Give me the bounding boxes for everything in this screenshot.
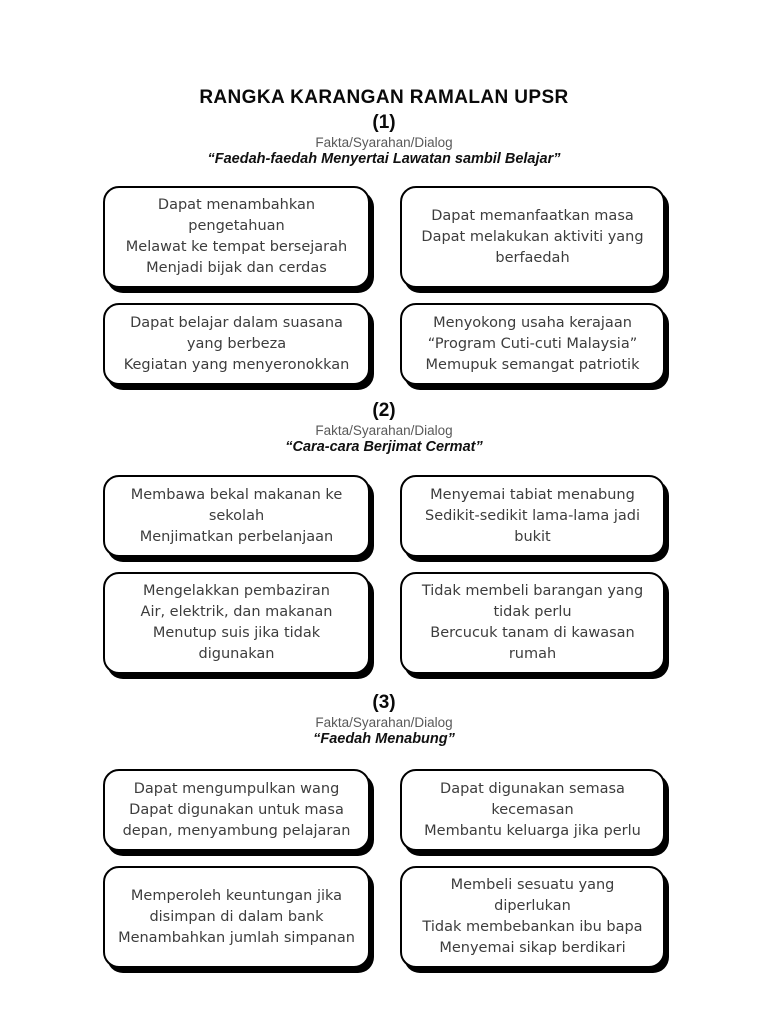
page-title: RANGKA KARANGAN RAMALAN UPSR [199, 87, 569, 108]
box-line: Dapat digunakan untuk masa depan, menyam… [122, 801, 351, 839]
outline-box: Dapat mengumpulkan wang Dapat digunakan … [103, 769, 370, 851]
box-line: Sedikit-sedikit lama-lama jadi bukit [425, 507, 640, 545]
box-line: Dapat menambahkan pengetahuan [157, 197, 316, 234]
section-number: (2) [372, 400, 396, 421]
box-line: Membantu keluarga jika perlu [424, 822, 641, 839]
section-1-box-grid: Dapat menambahkan pengetahuan Melawat ke… [0, 186, 768, 385]
box-line: Menyokong usaha kerajaan [433, 314, 632, 331]
box-line: Tidak membebankan ibu bapa [422, 919, 643, 935]
box-line: Menjimatkan perbelanjaan [139, 528, 334, 545]
section-number: (3) [372, 692, 396, 713]
section-topic: “Faedah-faedah Menyertai Lawatan sambil … [207, 151, 561, 167]
section-2-header: (2) Fakta/Syarahan/Dialog “Cara-cara Ber… [0, 398, 768, 456]
box-line: Dapat memanfaatkan masa [431, 207, 634, 224]
box-line: Air, elektrik, dan makanan [140, 604, 333, 620]
section-format-label: Fakta/Syarahan/Dialog [315, 423, 453, 438]
outline-box: Mengelakkan pembaziran Air, elektrik, da… [103, 572, 370, 674]
box-line: Menambahkan jumlah simpanan [118, 929, 355, 946]
outline-box: Dapat digunakan semasa kecemasan Membant… [400, 769, 665, 851]
box-line: “Program Cuti-cuti Malaysia” [427, 335, 638, 352]
box-line: Mengelakkan pembaziran [143, 583, 330, 599]
outline-box: Membeli sesuatu yang diperlukan Tidak me… [400, 866, 665, 968]
section-format-label: Fakta/Syarahan/Dialog [315, 135, 453, 150]
section-2: (2) Fakta/Syarahan/Dialog “Cara-cara Ber… [0, 398, 768, 674]
box-line: Melawat ke tempat bersejarah [125, 239, 348, 255]
section-topic: “Faedah Menabung” [313, 731, 455, 747]
box-line: Dapat melakukan aktiviti yang berfaedah [421, 228, 644, 266]
box-line: Membeli sesuatu yang diperlukan [450, 877, 615, 914]
outline-box: Menyokong usaha kerajaan “Program Cuti-c… [400, 303, 665, 385]
box-line: Dapat belajar dalam suasana yang berbeza [130, 314, 343, 352]
box-line: Menyemai sikap berdikari [439, 940, 626, 956]
section-3: (3) Fakta/Syarahan/Dialog “Faedah Menabu… [0, 690, 768, 968]
box-line: Dapat mengumpulkan wang [133, 780, 340, 797]
outline-box: Tidak membeli barangan yang tidak perlu … [400, 572, 665, 674]
box-line: Menutup suis jika tidak digunakan [152, 625, 321, 662]
section-format-label: Fakta/Syarahan/Dialog [315, 715, 453, 730]
box-line: Memupuk semangat patriotik [425, 356, 640, 373]
section-1-header: (1) Fakta/Syarahan/Dialog “Faedah-faedah… [0, 110, 768, 168]
box-line: Menyemai tabiat menabung [430, 486, 635, 503]
box-line: Kegiatan yang menyeronokkan [123, 356, 350, 373]
section-number: (1) [372, 112, 396, 133]
section-2-box-grid: Membawa bekal makanan ke sekolah Menjima… [0, 475, 768, 674]
outline-box: Dapat memanfaatkan masa Dapat melakukan … [400, 186, 665, 288]
outline-box: Dapat belajar dalam suasana yang berbeza… [103, 303, 370, 385]
section-3-box-grid: Dapat mengumpulkan wang Dapat digunakan … [0, 769, 768, 968]
box-line: Memperoleh keuntungan jika disimpan di d… [130, 887, 343, 925]
box-line: Membawa bekal makanan ke sekolah [130, 486, 343, 524]
box-line: Tidak membeli barangan yang tidak perlu [421, 583, 644, 620]
section-topic: “Cara-cara Berjimat Cermat” [285, 439, 483, 455]
section-1: (1) Fakta/Syarahan/Dialog “Faedah-faedah… [0, 110, 768, 385]
box-line: Dapat digunakan semasa kecemasan [440, 780, 625, 818]
outline-box: Memperoleh keuntungan jika disimpan di d… [103, 866, 370, 968]
box-line: Bercucuk tanam di kawasan rumah [430, 625, 635, 662]
outline-box: Dapat menambahkan pengetahuan Melawat ke… [103, 186, 370, 288]
box-line: Menjadi bijak dan cerdas [146, 260, 327, 276]
outline-box: Menyemai tabiat menabung Sedikit-sedikit… [400, 475, 665, 557]
outline-box: Membawa bekal makanan ke sekolah Menjima… [103, 475, 370, 557]
section-3-header: (3) Fakta/Syarahan/Dialog “Faedah Menabu… [0, 690, 768, 748]
